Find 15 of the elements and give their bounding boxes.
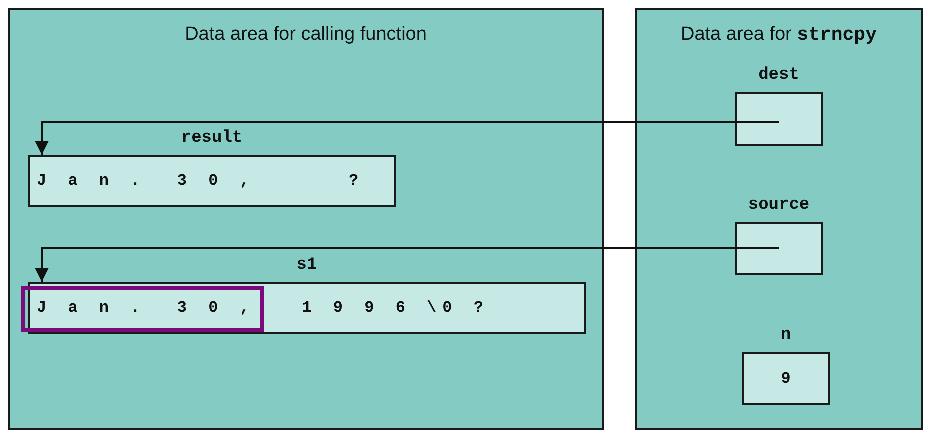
function-name: strncpy [797, 24, 877, 46]
variable-name: result [180, 129, 244, 148]
panel-title: Data area for [680, 24, 792, 45]
variable-name: s1 [296, 256, 318, 275]
pointer-arrow [35, 247, 779, 282]
memory-area-panel [635, 8, 923, 430]
cell-value: J a n . 3 0 , 1 9 9 6 \0 ? [37, 299, 490, 317]
cell-value: J a n . 3 0 , ? [37, 172, 365, 190]
variable-name: dest [758, 66, 800, 85]
cell-value: 9 [780, 370, 792, 388]
memory-area-panel [8, 8, 604, 430]
variable-name: source [747, 196, 811, 215]
panel-title: Data area for calling function [185, 24, 427, 45]
variable-name: n [780, 326, 792, 345]
pointer-arrow [35, 121, 779, 155]
